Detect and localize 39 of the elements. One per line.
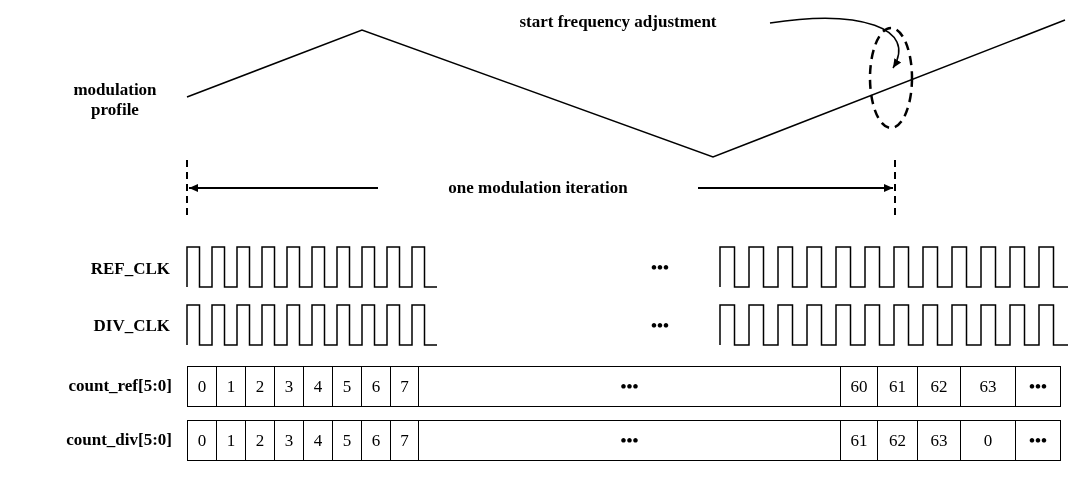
counter-cell: 62 (877, 420, 918, 461)
counter-cell: 2 (245, 366, 275, 407)
counter-cell: 4 (303, 366, 333, 407)
counter-cell: ••• (418, 420, 841, 461)
counter-cell: 0 (187, 366, 217, 407)
counter-cell: 63 (917, 420, 961, 461)
signal-name: DIV_CLK (92, 316, 170, 336)
counter-cell: 2 (245, 420, 275, 461)
counter-cell: 0 (187, 420, 217, 461)
signal-name: count_ref[5:0] (67, 376, 172, 396)
counter-cell: ••• (418, 366, 841, 407)
counter-cell: ••• (1015, 366, 1061, 407)
counter-cell: 3 (274, 420, 304, 461)
counter-cell: 4 (303, 420, 333, 461)
counter-cell: 61 (877, 366, 918, 407)
counter-cell: 3 (274, 366, 304, 407)
counter-cell: 6 (361, 420, 391, 461)
counter-cell: 0 (960, 420, 1016, 461)
counter-cell: 1 (216, 420, 246, 461)
counter-cell: 61 (840, 420, 878, 461)
counter-cell: ••• (1015, 420, 1061, 461)
counter-cell: 63 (960, 366, 1016, 407)
counter-cell: 5 (332, 420, 362, 461)
counter-cell: 62 (917, 366, 961, 407)
ellipsis: ••• (650, 258, 670, 278)
counter-cell: 1 (216, 366, 246, 407)
counter-cell: 6 (361, 366, 391, 407)
leader-arrow (769, 17, 901, 69)
counter-cell: 5 (332, 366, 362, 407)
row-label: modulation profile (72, 80, 158, 120)
dimension-label: one modulation iteration (447, 178, 629, 198)
signal-name: count_div[5:0] (65, 430, 172, 450)
annotation-text: start frequency adjustment (468, 12, 768, 34)
dashed-ellipse (868, 26, 914, 130)
ellipsis: ••• (650, 316, 670, 336)
signal-name: REF_CLK (89, 259, 170, 279)
counter-cell: 7 (390, 366, 419, 407)
counter-cell: 7 (390, 420, 419, 461)
counter-cell: 60 (840, 366, 878, 407)
